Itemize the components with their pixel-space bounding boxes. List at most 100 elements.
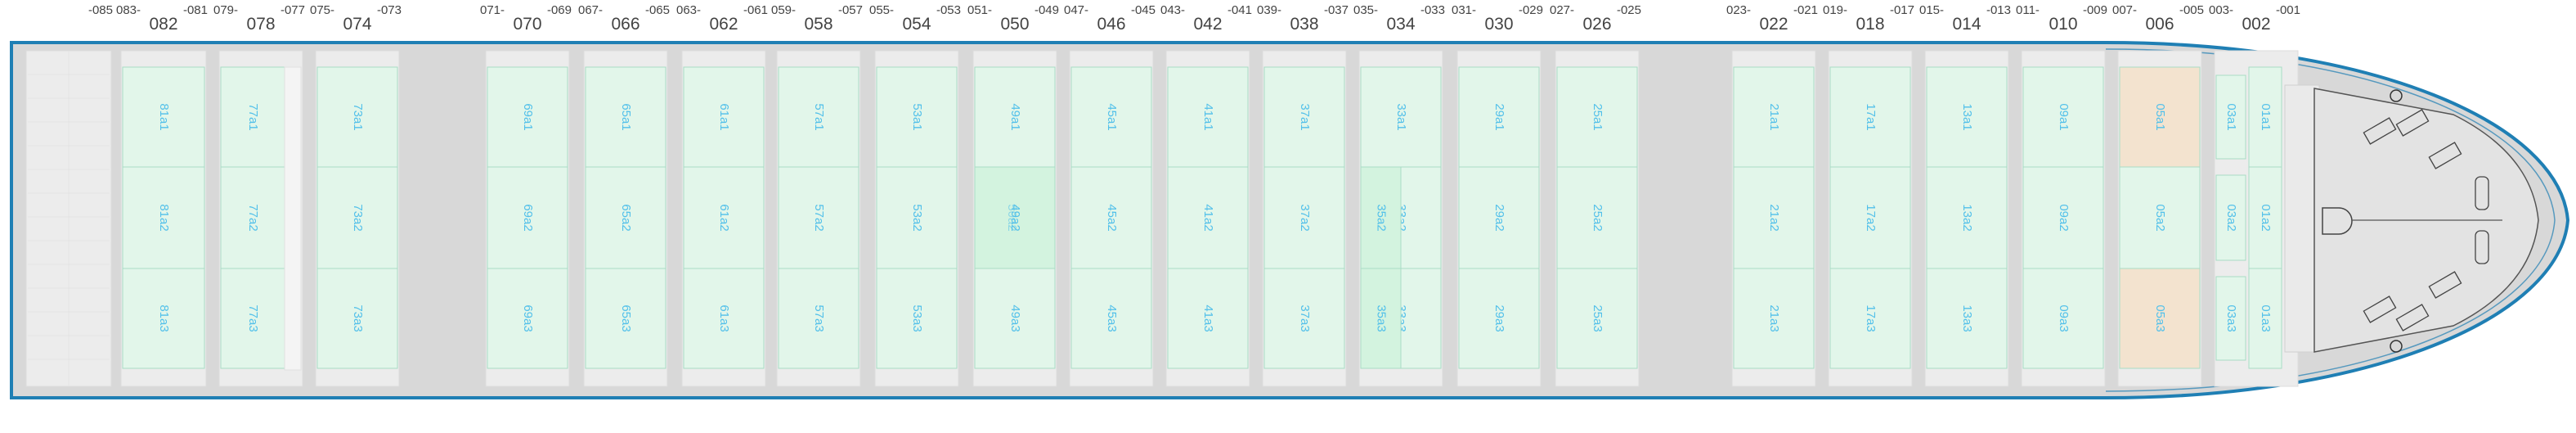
bay-number: 054 [902,15,931,34]
slot-label: 69a2 [521,204,535,231]
bay-range-aft: -073 [376,3,402,17]
bay-range-aft: -045 [1130,3,1156,17]
container-slot [876,268,958,369]
slot-label: 21a3 [1767,304,1781,332]
slot-label: 61a1 [717,103,731,130]
container-slot [220,166,285,269]
slot-label: 65a1 [619,103,633,130]
slot-label: 17a2 [1864,204,1878,231]
slot-label: 25a2 [1591,204,1604,231]
bay-range-forward: 079- [213,3,239,17]
slot-label: 33a1 [1394,103,1408,130]
slot-label: 29a2 [1492,204,1506,231]
slot-label: 69a1 [521,103,535,130]
bay-range-aft: -077 [280,3,305,17]
hull-inner-line [2105,48,2556,392]
slot-label: 57a1 [812,103,826,130]
slot-label: 45a2 [1105,204,1119,231]
hold-pillar [284,66,302,371]
slot-label: 01a1 [2259,103,2273,130]
bay-range-forward: 039- [1257,3,1282,17]
slot-label: 13a1 [1960,103,1974,130]
container-slot [220,268,285,369]
slot-label: 45a1 [1105,103,1119,130]
slot-label: 73a2 [351,204,365,231]
mooring-winch [2363,117,2397,145]
bay-range-aft: -061 [743,3,768,17]
container-slot [2022,166,2104,269]
bay-number: 074 [343,15,372,34]
container-slot [1556,166,1638,269]
container-slot [1926,166,2008,269]
container-slot [585,66,666,168]
slot-label: 65a2 [619,204,633,231]
container-slot [1458,268,1540,369]
bay-number: 082 [149,15,178,34]
slot-label: 65a3 [619,304,633,332]
slot-label: 37a3 [1298,304,1312,332]
slot-label: 37a1 [1298,103,1312,130]
container-slot [974,166,1056,269]
bay-number: 070 [513,15,542,34]
container-slot [585,166,666,269]
container-slot [122,66,205,168]
container-slot [876,66,958,168]
container-slot [683,166,765,269]
container-slot [1360,66,1442,168]
bay-range-forward: 023- [1726,3,1752,17]
container-slot [2248,166,2282,269]
slot-label: 05a1 [2153,103,2167,130]
container-slot [316,166,398,269]
slot-label: 29a3 [1492,304,1506,332]
slot-label: 21a2 [1767,204,1781,231]
container-slot [316,66,398,168]
bay-number: 022 [1759,15,1788,34]
slot-label: 53a1 [910,103,924,130]
slot-label: 81a1 [157,103,171,130]
container-slot [778,66,859,168]
slot-label: 61a2 [717,204,731,231]
slot-label: 41a3 [1201,304,1215,332]
bay-range-forward: 019- [1823,3,1848,17]
bay-range-forward: 035- [1353,3,1379,17]
bay-range-aft: -069 [546,3,572,17]
bay-range-forward: 007- [2112,3,2138,17]
bay-range-aft: -053 [936,3,961,17]
container-slot [487,66,568,168]
slot-label: 77a3 [246,304,260,332]
bay-066: 65a1 65a2 65a3 [583,50,668,387]
container-slot [1926,268,2008,369]
bay-number: 046 [1097,15,1126,34]
container-slot [1070,66,1152,168]
bay-number: 006 [2145,15,2174,34]
slot-label: 05a3 [2153,304,2167,332]
container-slot [1829,66,1911,168]
container-slot [778,268,859,369]
slot-label: 73a3 [351,304,365,332]
bay-number: 014 [1952,15,1981,34]
container-slot [1458,66,1540,168]
container-slot [876,166,958,269]
slot-label: 57a2 [812,204,826,231]
